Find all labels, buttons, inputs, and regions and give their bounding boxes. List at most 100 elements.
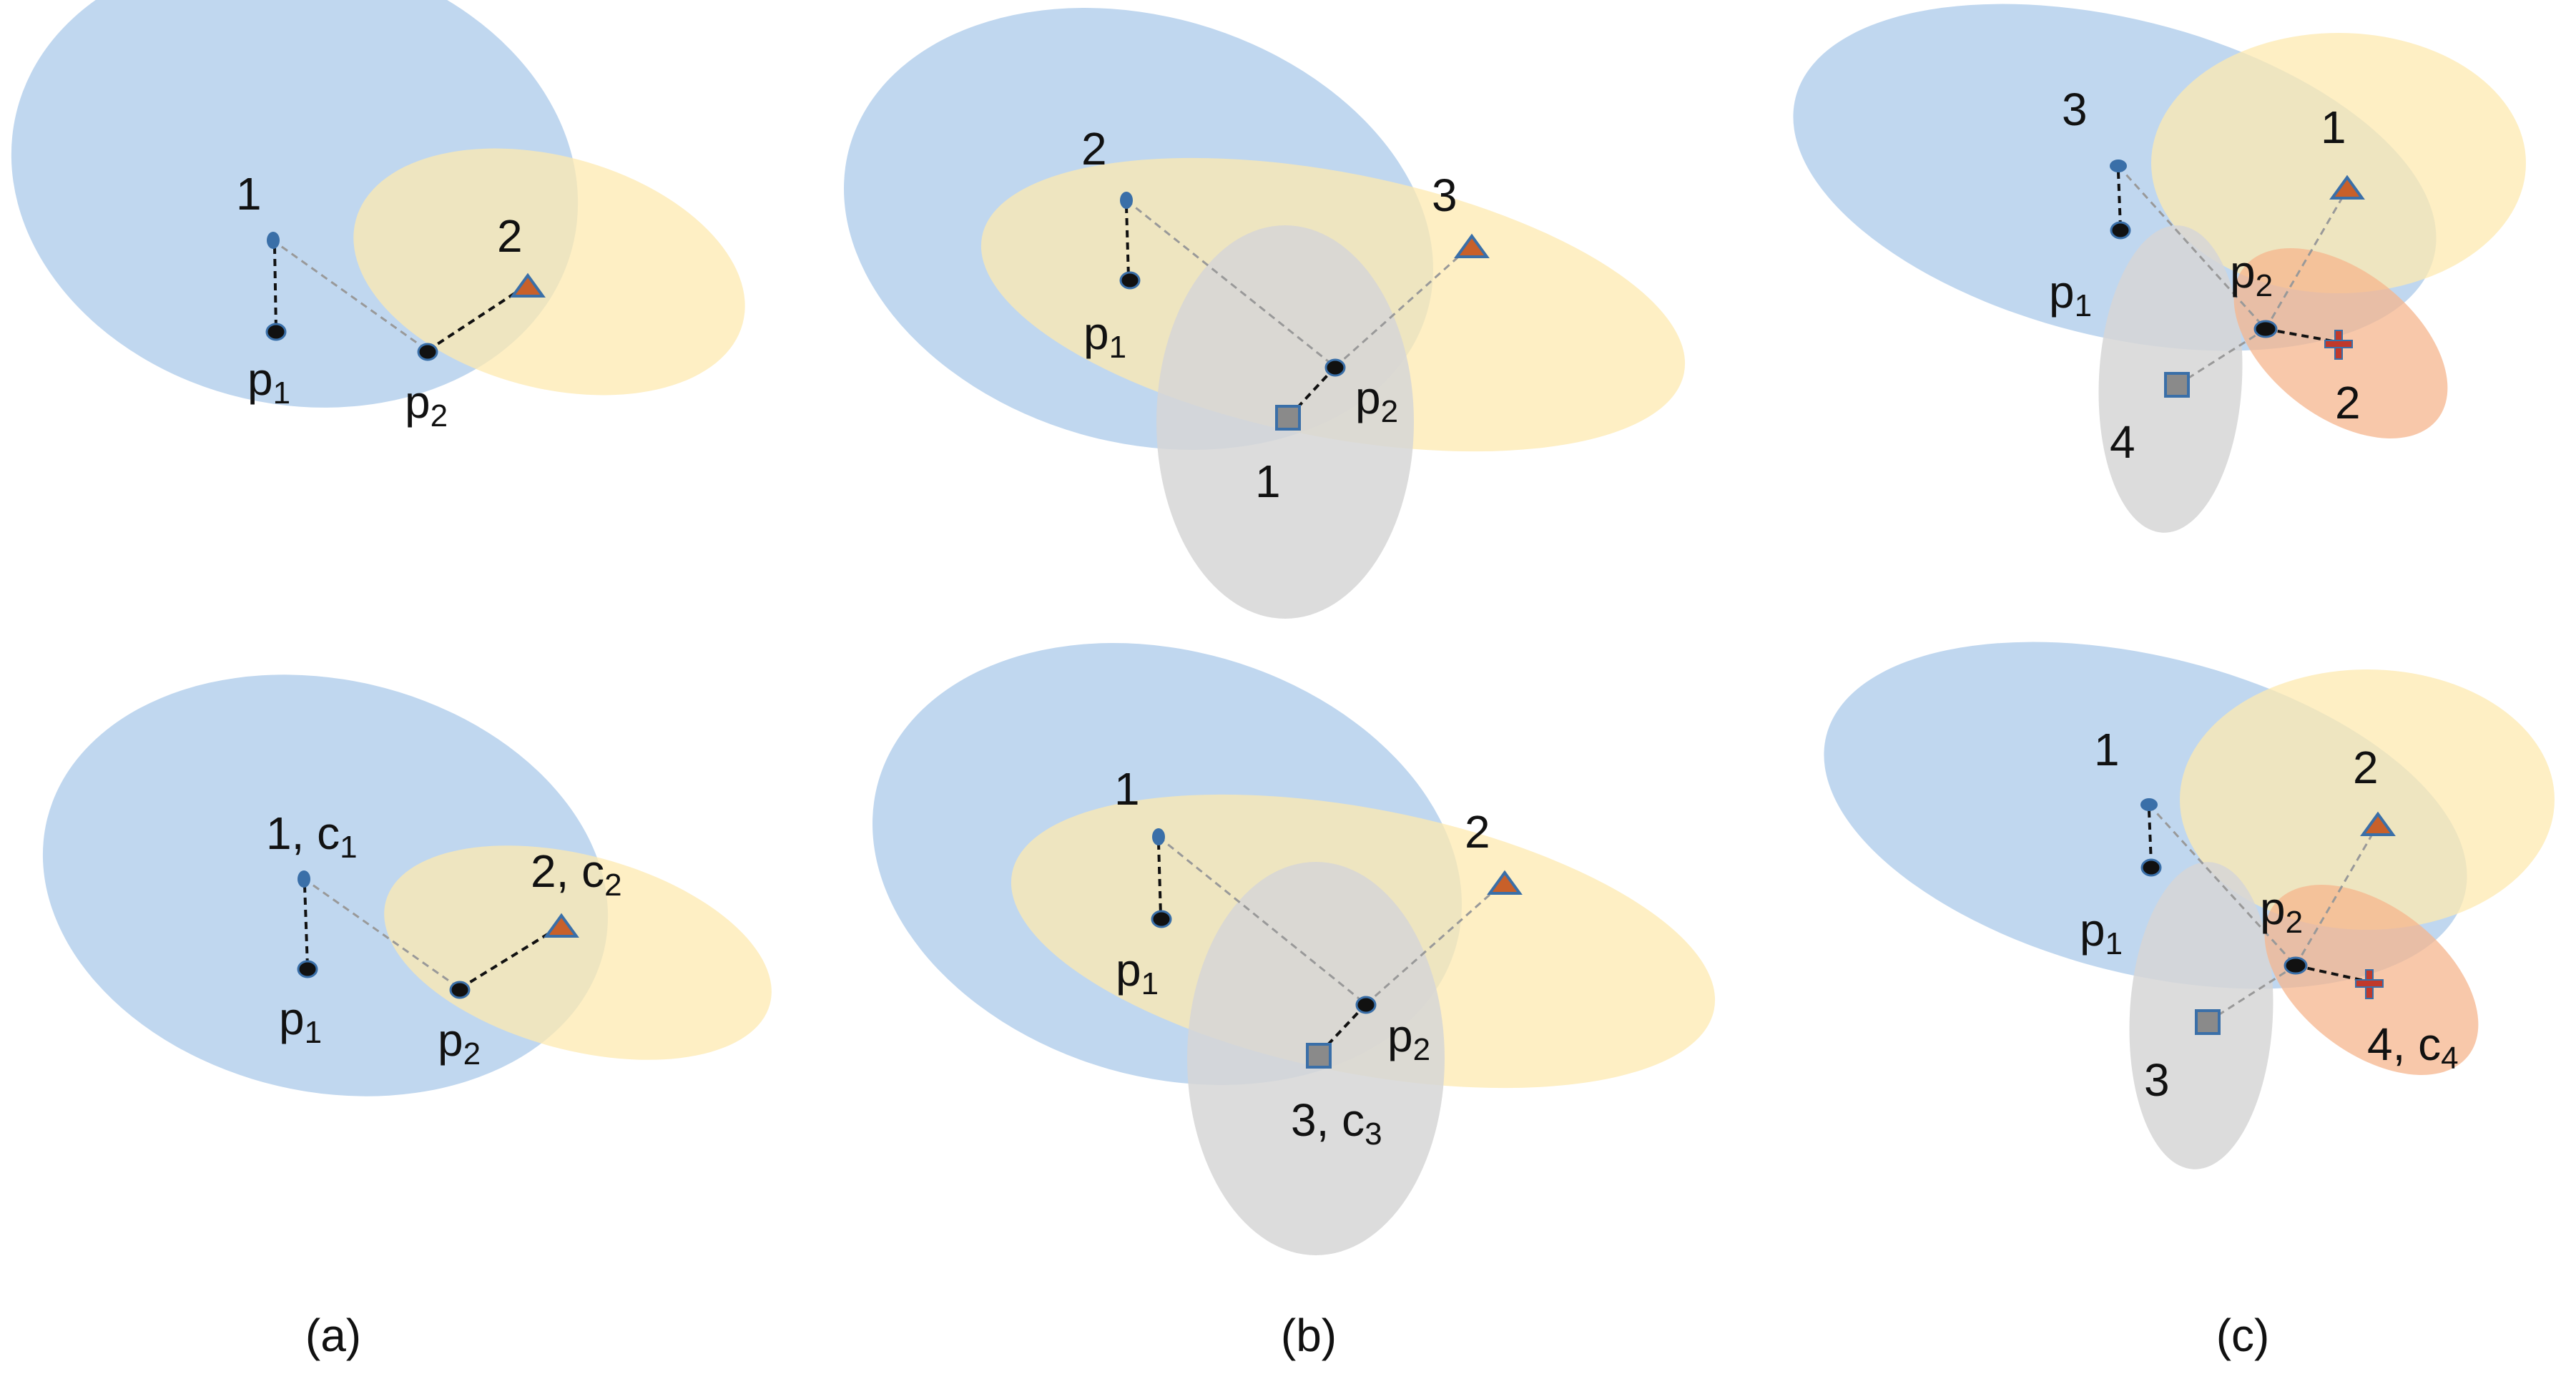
gray-dashed-link [303,877,461,990]
triangle-marker [2329,175,2365,200]
triangle-marker [544,913,579,938]
cross-marker [2355,969,2384,999]
p-letter: p [405,376,431,428]
point-p2 [417,343,438,361]
label-p1: p1 [279,993,322,1050]
cross-marker [2324,330,2353,360]
subscript: 1 [2105,926,2123,961]
point-p2 [1355,996,1377,1014]
subscript: 2 [2256,268,2273,303]
panel-b-top: 2 3 1 p1 p2 [843,8,1686,619]
gray-dashed-link [2264,191,2347,330]
point-p1 [1151,910,1172,928]
label-2: 2 [2335,377,2361,428]
triangle-marker [2360,811,2396,836]
subscript: 2 [1413,1032,1430,1067]
label-text: 2, c [531,845,604,897]
label-p1: p1 [2049,266,2092,323]
point-p1 [2110,221,2131,240]
black-dashed-link [458,926,561,990]
subscript: 2 [431,398,448,433]
gray-dashed-link [1126,199,1336,368]
point-p2 [449,981,471,999]
label-1: 1 [2094,724,2120,775]
p-letter: p [438,1014,463,1066]
label-p2: p2 [2230,246,2273,303]
label-text: 3, c [1291,1094,1365,1146]
label-1: 1 [1255,456,1281,507]
black-dashed-link [303,885,309,968]
label-p1: p1 [247,353,290,411]
caption-c: (c) [2216,1310,2270,1361]
label-4-c4: 4, c4 [2367,1019,2459,1076]
point-p2 [2253,320,2278,338]
blue-marker [267,232,280,249]
point-p1 [1119,271,1141,290]
p-letter: p [2049,266,2075,318]
panel-a-bottom: 1, c1 2, c2 p1 p2 [42,674,772,1096]
label-2: 2 [1081,123,1107,175]
label-2-c2: 2, c2 [531,845,622,903]
label-text: 4, c [2367,1019,2441,1070]
p-letter: p [1387,1010,1413,1061]
panel-b-bottom: 1 2 3, c3 p1 p2 [872,643,1716,1255]
square-marker [2164,372,2190,398]
label-3: 3 [2062,84,2088,135]
subscript: 1 [305,1015,322,1050]
label-p1: p1 [2080,904,2123,961]
label-1: 1 [236,168,262,220]
point-p2 [1324,358,1346,377]
gray-dashed-link [2177,328,2266,386]
p-letter: p [1116,944,1141,996]
yellow-ellipse [384,845,772,1060]
gray-dashed-link [2208,964,2296,1023]
label-p2: p2 [438,1014,481,1071]
label-3-c3: 3, c3 [1291,1094,1382,1152]
p-letter: p [1083,308,1109,359]
subscript: 2 [2286,905,2303,940]
caption-b: (b) [1280,1310,1337,1361]
p-letter: p [1355,372,1381,423]
p-letter: p [279,993,305,1044]
subscript: 1 [1141,966,1159,1001]
subscript: 4 [2441,1041,2458,1076]
label-4: 4 [2110,416,2135,468]
label-3: 3 [2144,1054,2170,1106]
label-p1: p1 [1116,944,1159,1001]
label-p2: p2 [1355,372,1398,429]
subscript: 3 [1365,1116,1382,1152]
blue-marker [2140,798,2158,811]
subscript: 1 [2075,288,2092,323]
black-dashed-link [2117,171,2122,228]
blue-marker [298,870,310,888]
yellow-ellipse [2151,33,2526,293]
label-p2: p2 [405,376,448,433]
caption-a: (a) [305,1310,362,1361]
square-marker [1306,1043,1332,1069]
subscript: 2 [604,868,621,903]
subscript: 1 [340,830,357,865]
black-dashed-link [2148,810,2153,865]
triangle-marker [1487,870,1523,895]
subscript: 2 [1381,394,1398,429]
label-p1: p1 [1083,308,1126,365]
panel-c-bottom: 1 2 3 4, c4 p1 p2 [1824,642,2555,1169]
black-dashed-link [426,285,527,352]
blue-marker [1152,828,1165,845]
point-p2 [2284,956,2308,975]
p-letter: p [2080,904,2105,956]
label-2: 2 [2353,742,2379,793]
label-p2: p2 [1387,1010,1430,1067]
p-letter: p [2260,883,2286,934]
gray-dashed-link [1334,245,1470,368]
panel-c-top: 3 1 2 4 p1 p2 [1793,4,2526,533]
label-2: 2 [1465,806,1490,858]
blue-marker [1120,192,1133,209]
gray-dashed-link [271,238,428,352]
p-letter: p [2230,246,2256,298]
subscript: 1 [273,376,290,411]
yellow-ellipse [2180,669,2555,930]
gray-dashed-link [1158,835,1367,1006]
gray-dashed-link [2117,165,2267,330]
label-3: 3 [1432,170,1457,221]
